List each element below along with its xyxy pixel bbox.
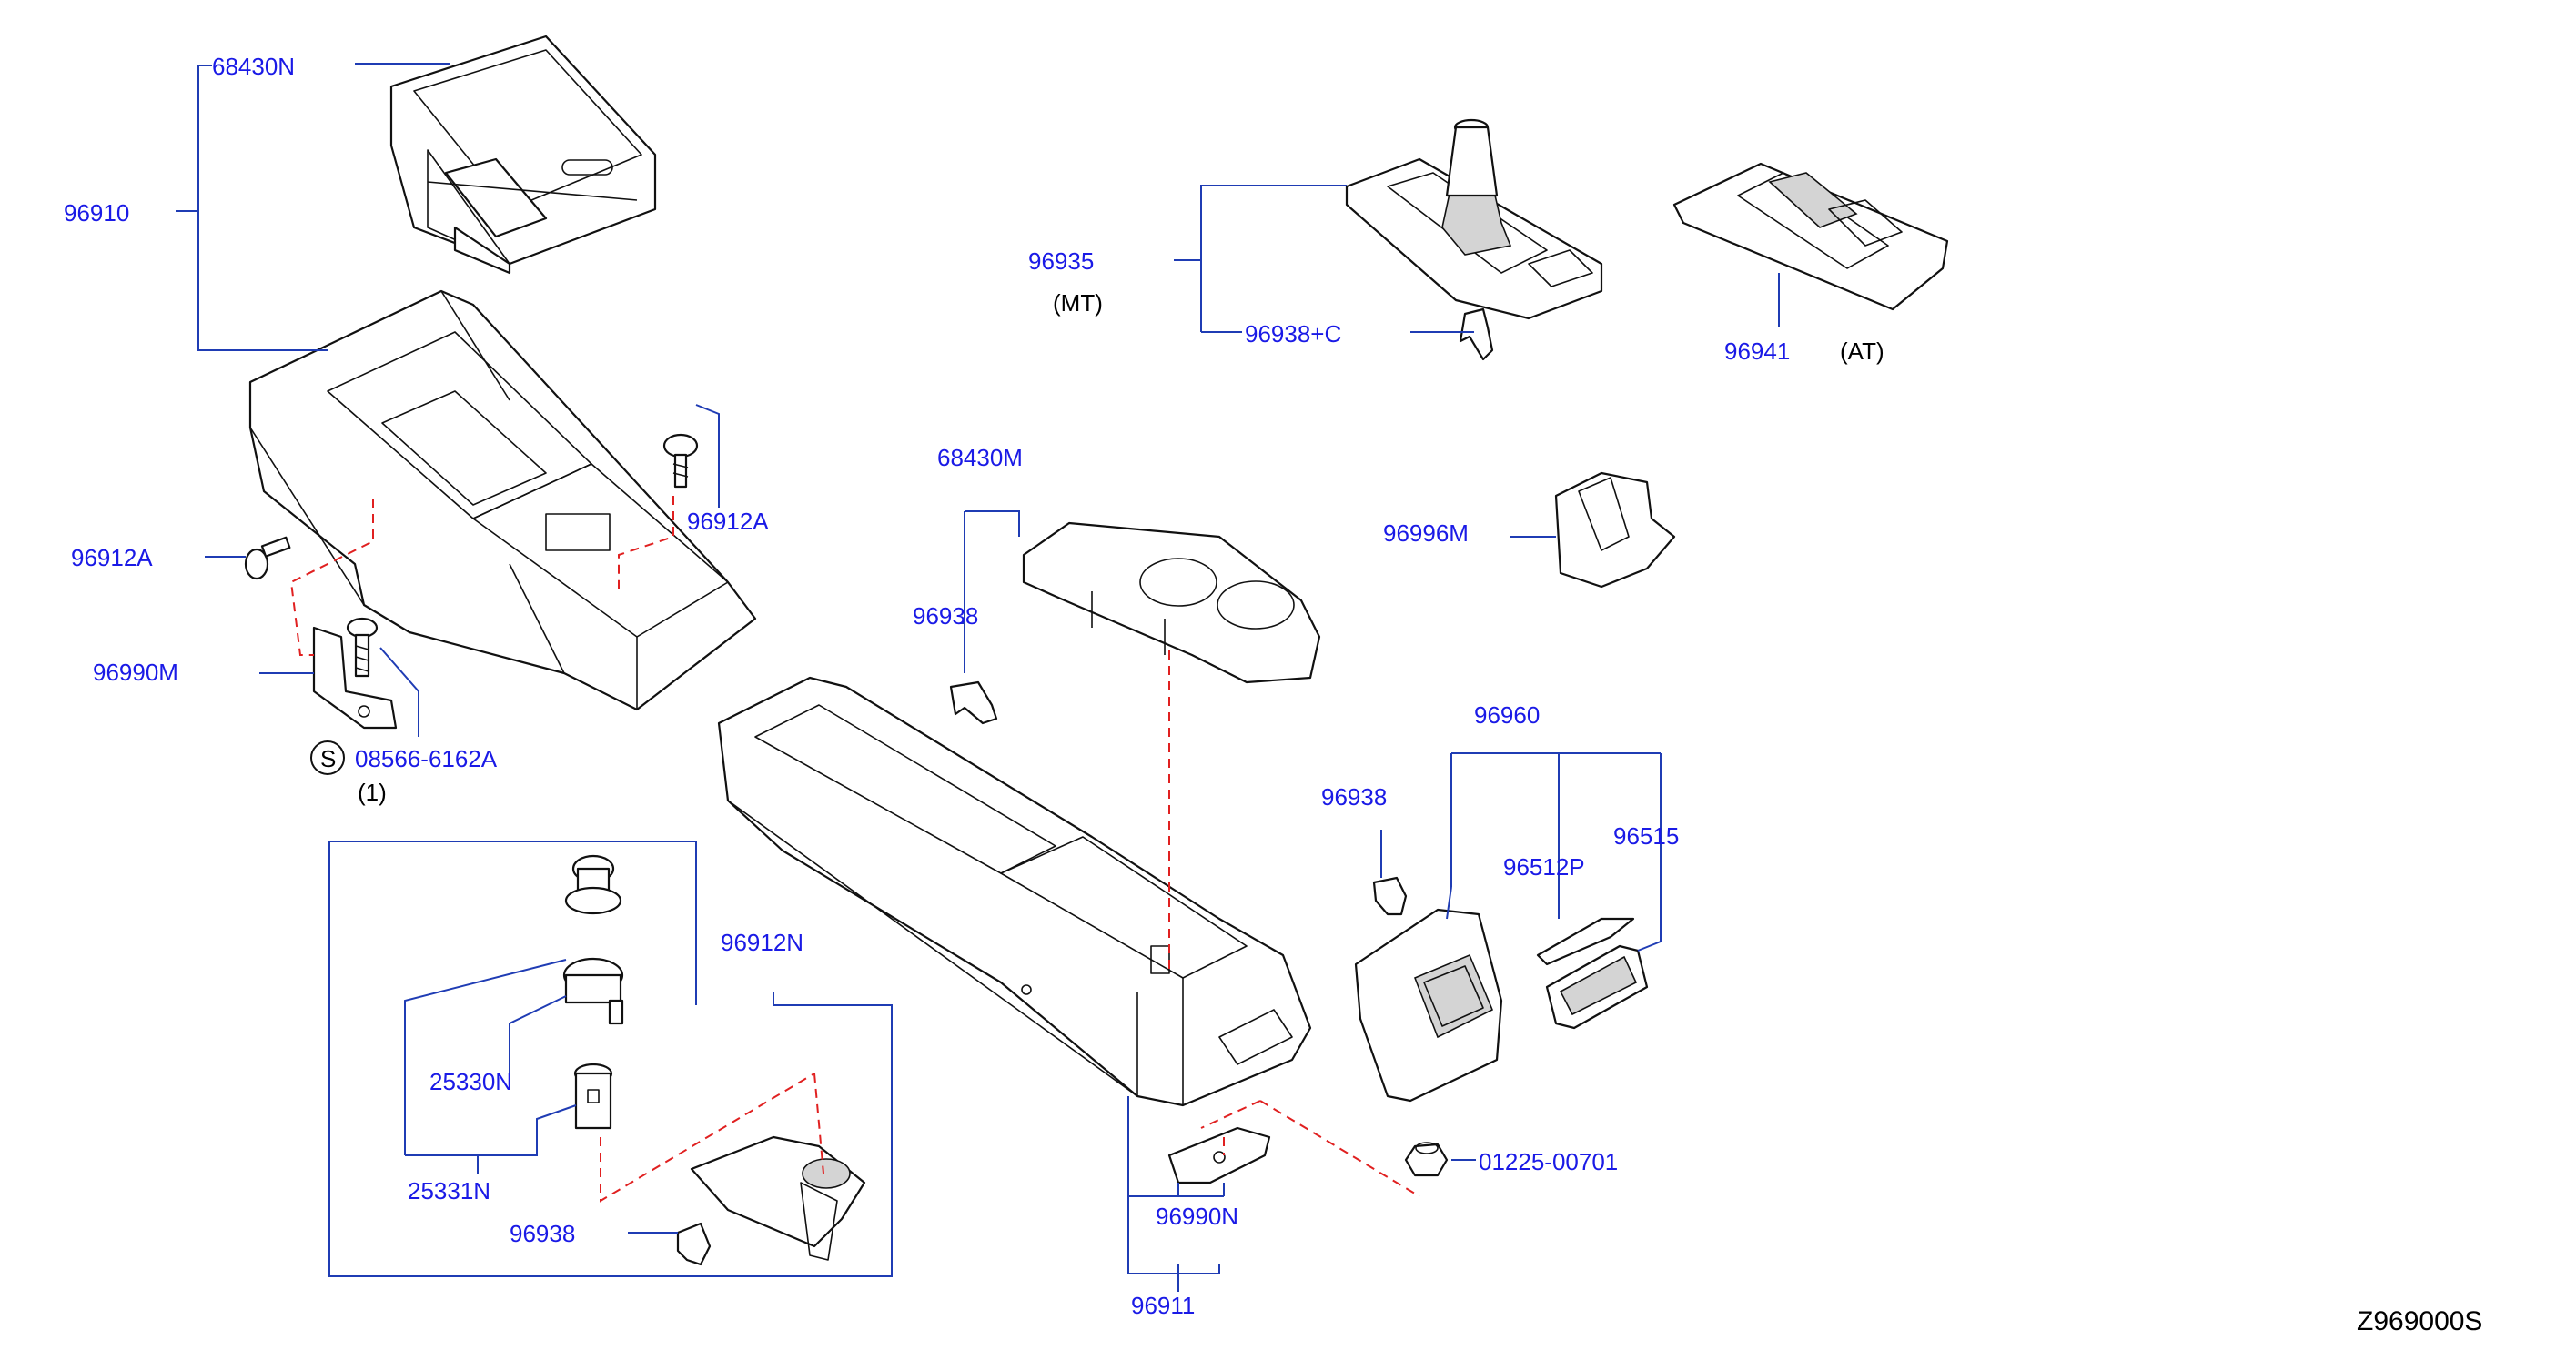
part-96912A-left-illustration — [244, 536, 291, 580]
label-68430M: 68430M — [937, 444, 1023, 471]
label-68430N: 68430N — [212, 53, 295, 80]
label-96935: 96935 — [1028, 247, 1094, 275]
part-96512P-96515-illustration — [1536, 917, 1649, 1030]
part-96990N-illustration — [1167, 1126, 1271, 1184]
label-25331N: 25331N — [408, 1177, 490, 1204]
label-96941: 96941 — [1724, 338, 1790, 365]
part-96912A-right-illustration — [662, 433, 699, 489]
label-96911: 96911 — [1131, 1292, 1195, 1319]
label-96990M: 96990M — [93, 659, 178, 686]
diagram-code: Z969000S — [2357, 1306, 2482, 1336]
label-96938C: 96938+C — [1245, 320, 1341, 348]
part-96912N-finisher-illustration — [690, 1135, 866, 1261]
label-96912A-right: 96912A — [687, 508, 769, 535]
part-96935-illustration — [1345, 118, 1603, 320]
part-68430N-illustration — [389, 35, 657, 275]
label-01225-00701: 01225-00701 — [1479, 1148, 1618, 1175]
label-at: (AT) — [1840, 338, 1884, 365]
part-96938-box-illustration — [676, 1222, 712, 1266]
label-96512P: 96512P — [1503, 853, 1585, 881]
part-96938-right-illustration — [1372, 876, 1408, 916]
hidden-lines — [289, 496, 1420, 1203]
label-96912N: 96912N — [721, 929, 803, 956]
part-96938-center-illustration — [949, 680, 998, 725]
part-96911-illustration — [717, 676, 1312, 1107]
part-01225-00701-illustration — [1404, 1142, 1449, 1177]
label-96912A-left: 96912A — [71, 544, 153, 571]
supplied-symbol-letter: S — [320, 745, 336, 772]
part-96960-illustration — [1354, 908, 1503, 1103]
part-96941-illustration — [1672, 162, 1949, 311]
part-68430M-illustration — [1022, 521, 1321, 684]
label-96515: 96515 — [1613, 822, 1679, 850]
part-96990M-illustration — [312, 626, 398, 730]
label-96990N: 96990N — [1156, 1203, 1238, 1230]
label-08566-6162A: 08566-6162A — [355, 745, 498, 772]
label-96960: 96960 — [1474, 701, 1540, 729]
part-08566-6162A-illustration — [346, 617, 379, 678]
leader-lines — [176, 63, 1780, 1292]
part-96910-illustration — [248, 289, 757, 711]
label-96996M: 96996M — [1383, 519, 1469, 547]
supplied-symbol: S — [310, 740, 345, 775]
part-lighter-illustration — [562, 854, 624, 1130]
label-mt: (MT) — [1053, 289, 1103, 317]
label-96910: 96910 — [64, 199, 129, 227]
part-96938C-illustration — [1459, 307, 1494, 361]
label-25330N: 25330N — [429, 1068, 512, 1095]
label-96938-box: 96938 — [510, 1220, 575, 1247]
part-96996M-illustration — [1554, 471, 1676, 589]
label-quantity: (1) — [358, 779, 387, 806]
label-96938-right: 96938 — [1321, 783, 1387, 811]
label-96938-center: 96938 — [913, 602, 978, 630]
